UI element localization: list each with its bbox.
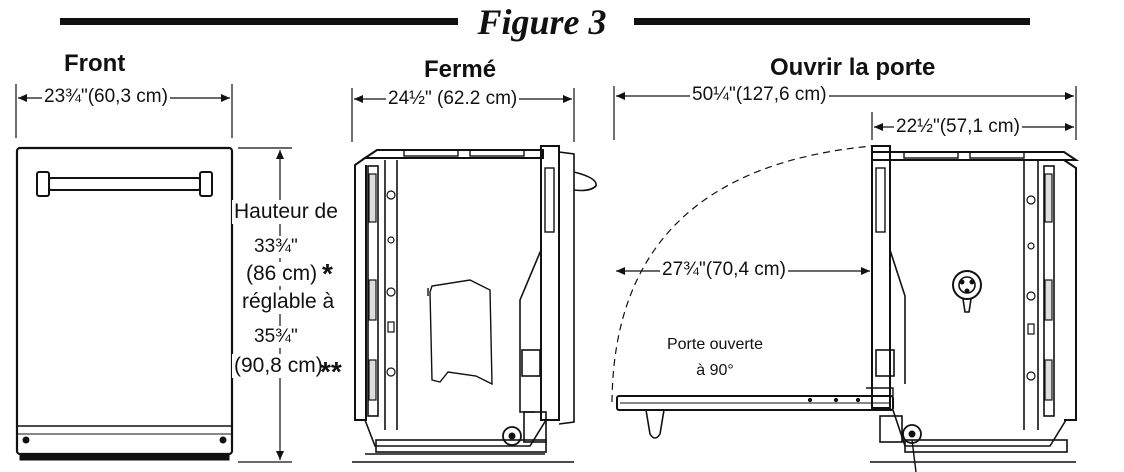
height-label-line4: réglable à xyxy=(240,290,337,314)
door-open-note-line2: à 90° xyxy=(696,362,734,379)
closed-foot-leveler xyxy=(502,426,522,446)
closed-view-heading: Fermé xyxy=(424,56,497,83)
door-swing-arc xyxy=(611,145,873,403)
front-view-heading: Front xyxy=(64,50,126,77)
front-width-label: 23¾"(60,3 cm) xyxy=(42,86,170,108)
height-label-line1: Hauteur de xyxy=(232,200,340,224)
closed-width-label: 24½" (62.2 cm) xyxy=(386,88,520,110)
double-star-mark: ** xyxy=(320,356,342,387)
front-foot-right xyxy=(219,436,227,444)
motor-icon xyxy=(952,270,982,313)
total-depth-label: 50¼"(127,6 cm) xyxy=(690,84,829,106)
front-foot-left xyxy=(22,436,30,444)
open-view-heading: Ouvrir la porte xyxy=(770,54,936,81)
closed-side-view xyxy=(351,88,597,463)
single-star-mark: * xyxy=(322,258,333,289)
front-base xyxy=(19,453,230,461)
closed-door-handle xyxy=(573,171,597,192)
height-label-line2: 33¾" xyxy=(252,236,300,258)
height-label-line6: (90,8 cm) xyxy=(232,354,325,378)
door-open-note-line1: Porte ouverte xyxy=(666,336,764,353)
open-door-panel xyxy=(616,395,894,411)
cabinet-depth-label: 22½"(57,1 cm) xyxy=(894,116,1022,138)
open-door-view xyxy=(611,86,1080,472)
height-label-line5: 35¾" xyxy=(252,326,300,348)
figure-title: Figure 3 xyxy=(477,2,607,42)
door-handle xyxy=(36,171,213,197)
height-label-line3: (86 cm) xyxy=(244,262,320,286)
door-depth-label: 27¾"(70,4 cm) xyxy=(660,259,788,281)
open-door-handle xyxy=(645,409,665,439)
front-view xyxy=(15,84,292,463)
title-rule-right xyxy=(634,18,1030,25)
inner-plumbing xyxy=(429,279,493,386)
figure-title-bar: Figure 3 xyxy=(0,2,1124,42)
title-rule-left xyxy=(60,18,458,25)
